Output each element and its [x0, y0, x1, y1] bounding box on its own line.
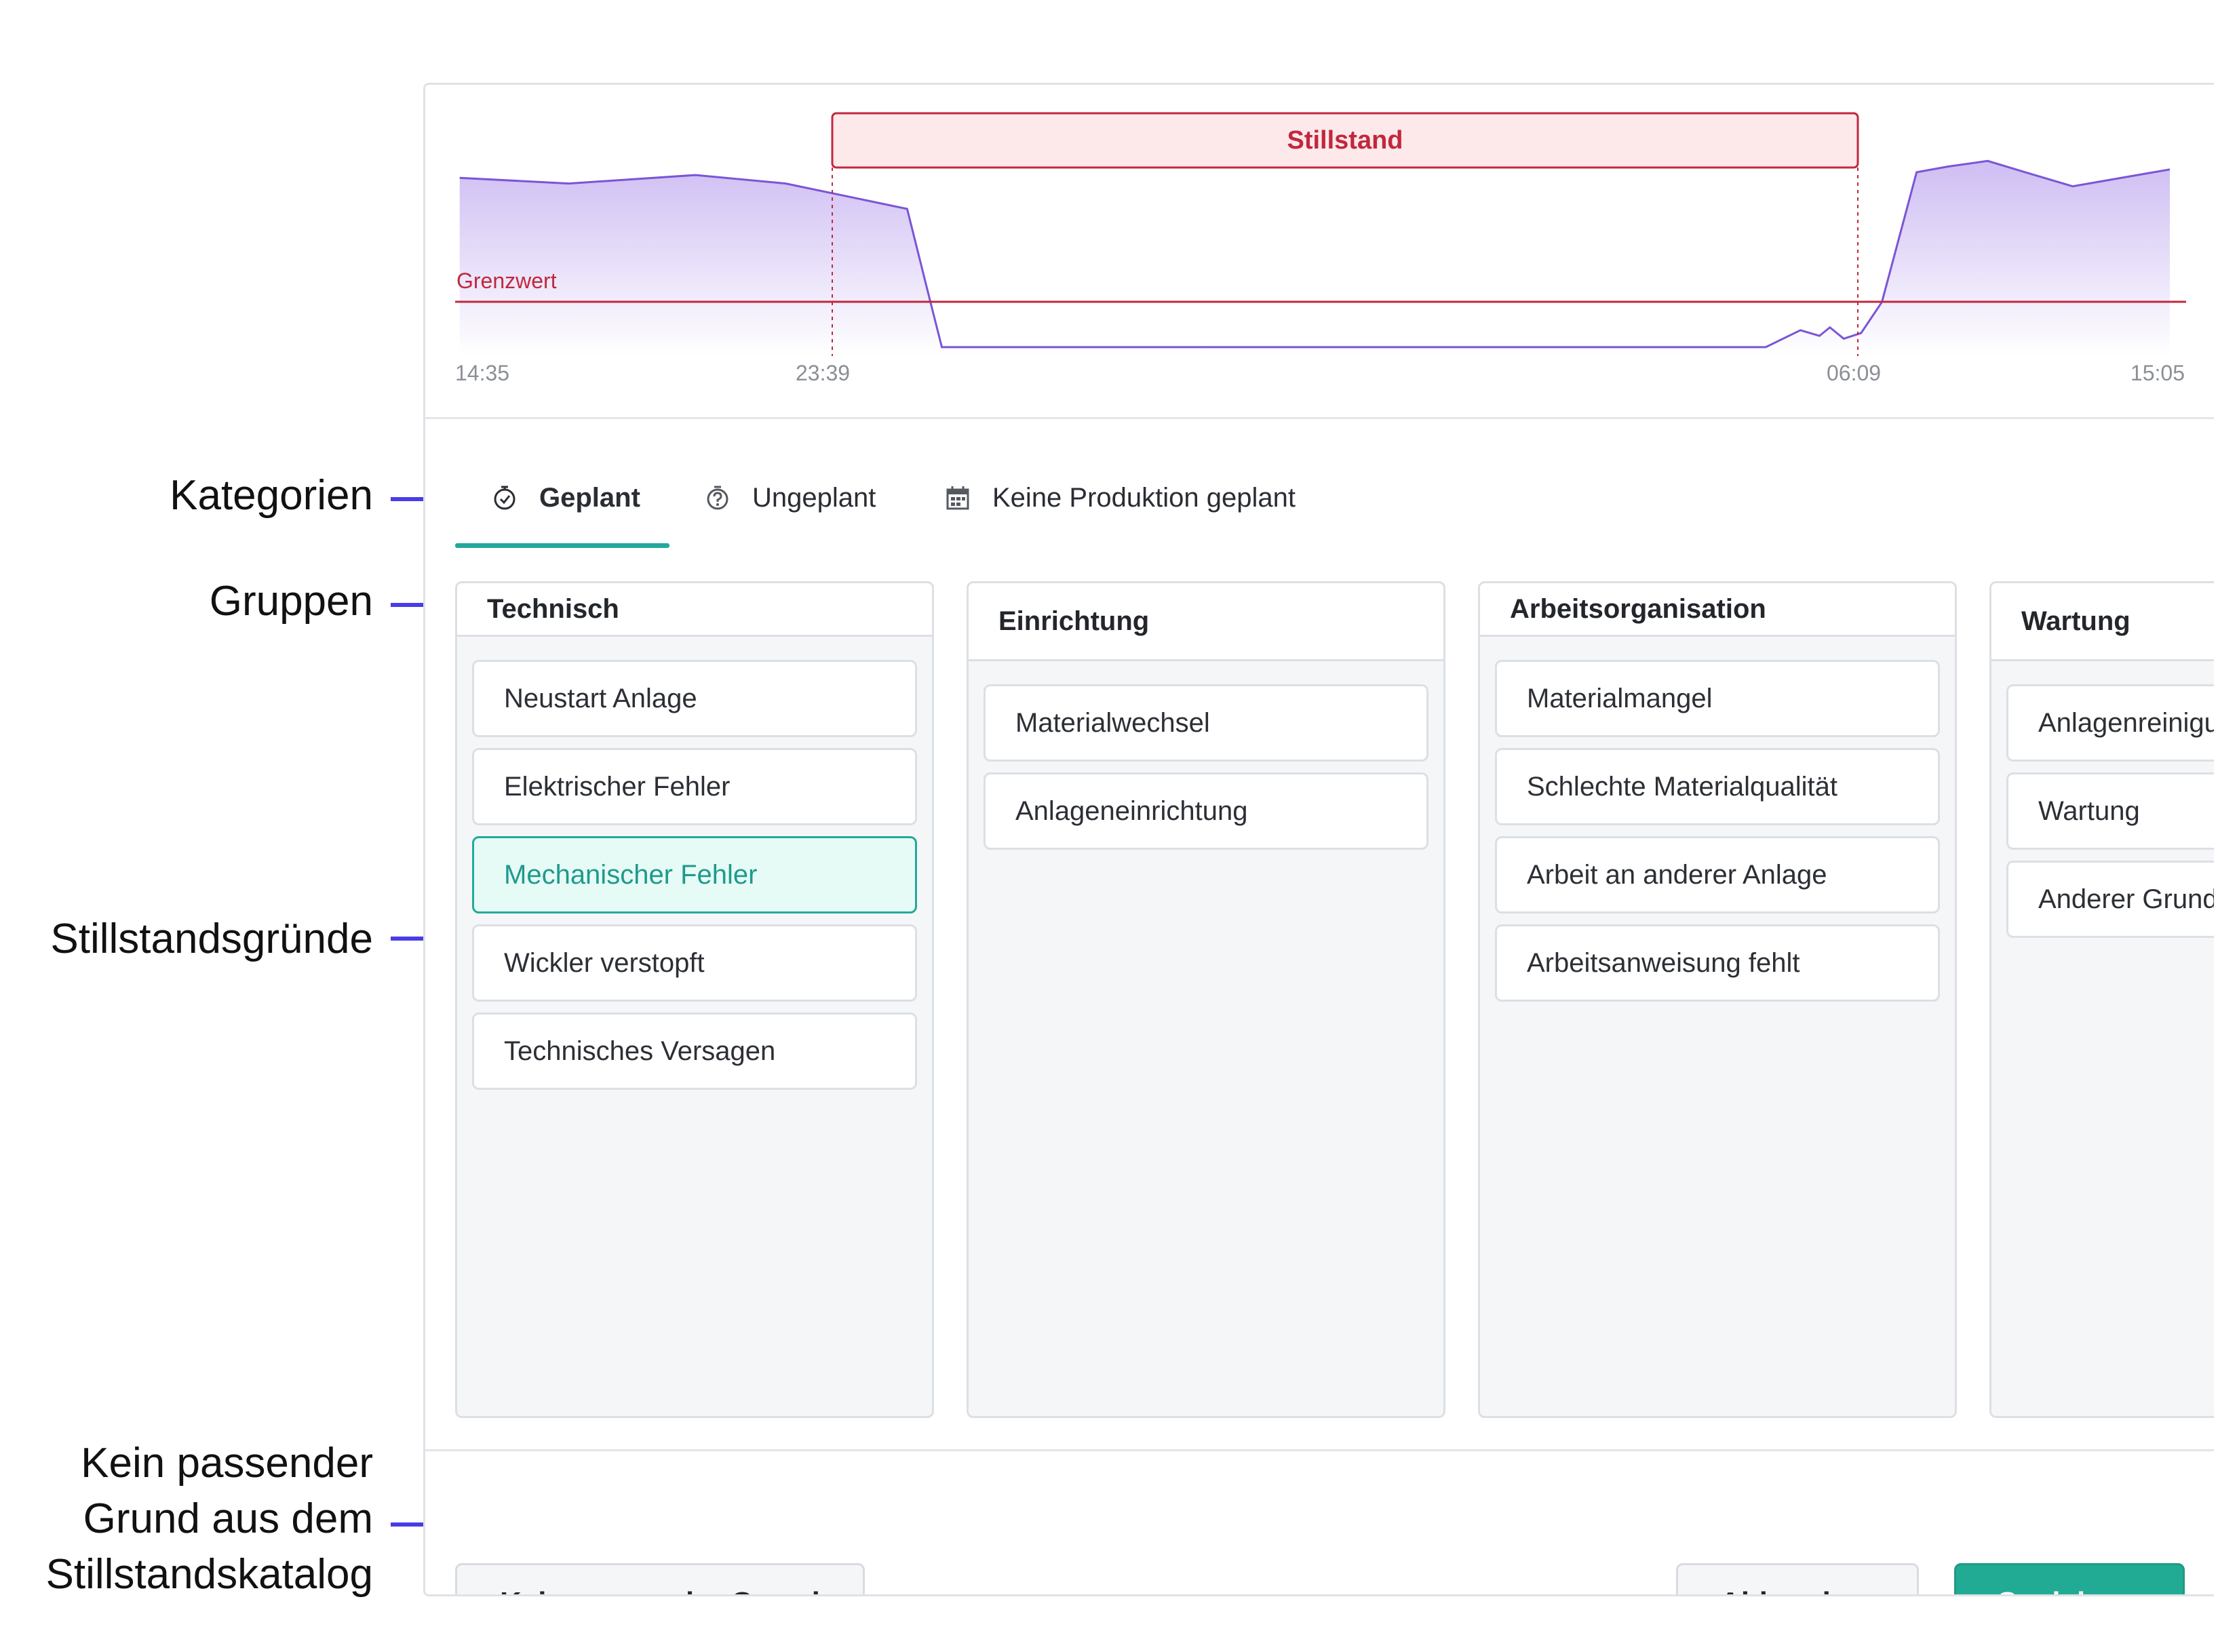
- reason-item[interactable]: Anderer Grund: [2006, 861, 2214, 938]
- annotation-gruppen: Gruppen: [209, 578, 373, 625]
- reason-item[interactable]: Wickler verstopft: [472, 924, 917, 1002]
- series-line: [459, 159, 2171, 349]
- chart-area: [459, 161, 2171, 356]
- x-tick-label: 15:05: [2131, 361, 2185, 385]
- annotation-kategorien: Kategorien: [170, 472, 373, 519]
- reason-item[interactable]: Anlagenreinigung: [2006, 684, 2214, 762]
- stopwatch-icon: [489, 482, 520, 513]
- save-button[interactable]: Speichern: [1954, 1563, 2185, 1594]
- tab-ungeplant[interactable]: Ungeplant: [702, 482, 876, 513]
- group-title: Wartung: [1991, 583, 2214, 661]
- question-timer-icon: [702, 482, 733, 513]
- annotation-kein-grund: Kein passender Grund aus dem Stillstands…: [46, 1436, 374, 1602]
- reason-item[interactable]: Materialmangel: [1495, 660, 1940, 737]
- group-wartung: Wartung Anlagenreinigung Wartung Anderer…: [1989, 581, 2214, 1418]
- group-einrichtung: Einrichtung Materialwechsel Anlageneinri…: [967, 581, 1445, 1418]
- reason-item-selected[interactable]: Mechanischer Fehler: [472, 836, 917, 913]
- annotation-kein-grund-line-3: Stillstandskatalog: [45, 1551, 374, 1598]
- threshold-label: Grenzwert: [456, 269, 557, 293]
- footer-divider: [425, 1449, 2214, 1451]
- tab-active-indicator: [455, 543, 669, 548]
- annotation-kein-grund-line-2: Grund aus dem: [83, 1495, 373, 1542]
- group-title: Technisch: [457, 583, 932, 637]
- tab-keine-produktion[interactable]: Keine Produktion geplant: [942, 482, 1296, 513]
- downtime-label: Stillstand: [1287, 126, 1403, 155]
- calendar-icon: [942, 482, 973, 513]
- reason-item[interactable]: Arbeitsanweisung fehlt: [1495, 924, 1940, 1002]
- reason-item[interactable]: Schlechte Materialqualität: [1495, 748, 1940, 825]
- annotation-stillstandsgruende: Stillstandsgründe: [50, 916, 373, 962]
- reason-item[interactable]: Elektrischer Fehler: [472, 748, 917, 825]
- tab-ungeplant-label: Ungeplant: [752, 482, 876, 513]
- annotation-kein-grund-line-1: Kein passender: [81, 1440, 373, 1487]
- chart-divider: [425, 417, 2214, 419]
- reason-item[interactable]: Wartung: [2006, 772, 2214, 850]
- reason-item[interactable]: Anlageneinrichtung: [984, 772, 1428, 850]
- no-matching-reason-button[interactable]: Kein passender Grund: [455, 1563, 865, 1594]
- tab-geplant[interactable]: Geplant: [489, 482, 640, 513]
- group-technisch: Technisch Neustart Anlage Elektrischer F…: [455, 581, 934, 1418]
- group-title: Arbeitsorganisation: [1480, 583, 1955, 637]
- downtime-chart: Grenzwert Stillstand 14:35 23:39 06:09 15:05: [455, 112, 2186, 385]
- group-arbeitsorganisation: Arbeitsorganisation Materialmangel Schle…: [1478, 581, 1957, 1418]
- tab-keine-produktion-label: Keine Produktion geplant: [992, 482, 1296, 513]
- reason-item[interactable]: Arbeit an anderer Anlage: [1495, 836, 1940, 913]
- reason-item[interactable]: Materialwechsel: [984, 684, 1428, 762]
- downtime-band: [831, 112, 1859, 169]
- reason-item[interactable]: Technisches Versagen: [472, 1012, 917, 1090]
- tab-geplant-label: Geplant: [539, 482, 640, 513]
- cancel-button[interactable]: Abbrechen: [1676, 1563, 1919, 1594]
- reason-item[interactable]: Neustart Anlage: [472, 660, 917, 737]
- x-tick-label: 23:39: [796, 361, 850, 385]
- x-tick-label: 14:35: [455, 361, 509, 385]
- x-tick-label: 06:09: [1827, 361, 1881, 385]
- group-title: Einrichtung: [969, 583, 1443, 661]
